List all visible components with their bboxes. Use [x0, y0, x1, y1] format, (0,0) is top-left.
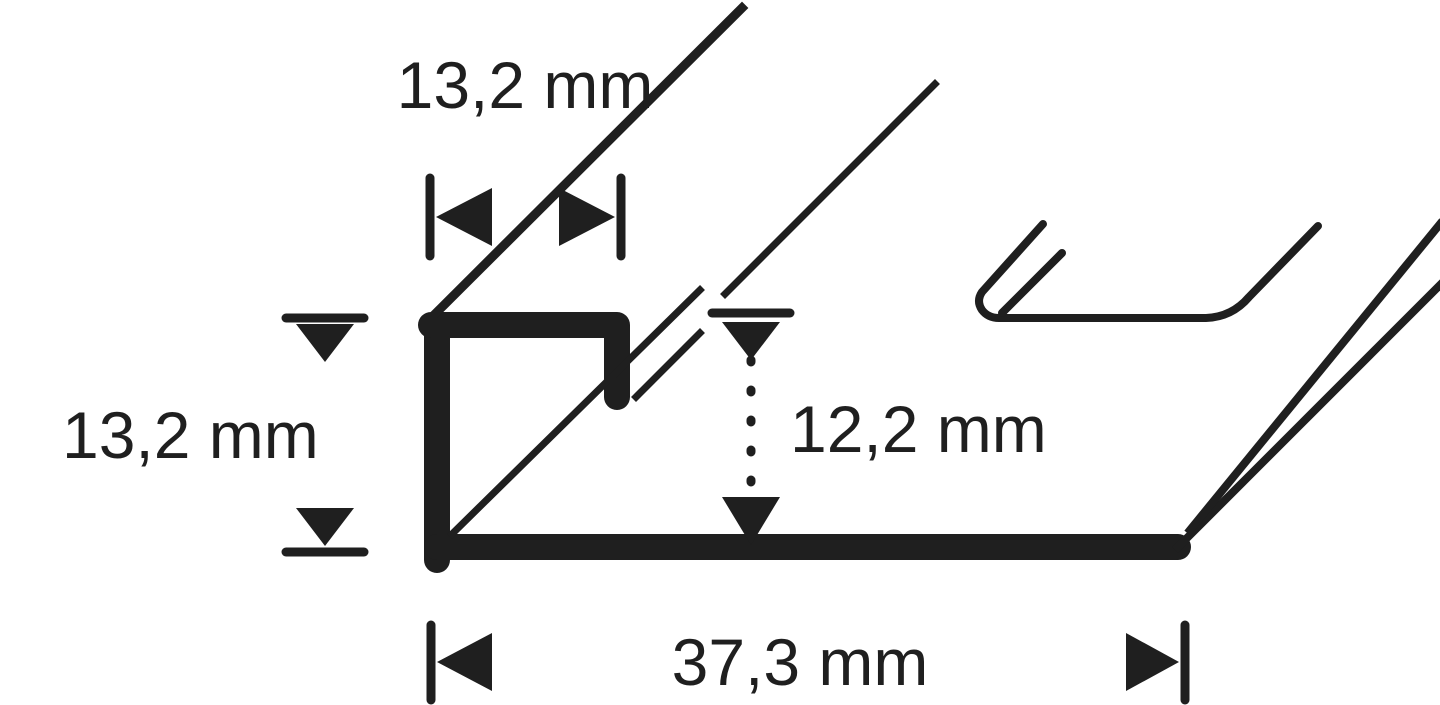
top-width-label: 13,2 mm	[397, 48, 654, 122]
dimension-left-height: 13,2 mm	[62, 313, 369, 557]
right-extrusion-edge-upper	[1184, 218, 1440, 536]
left-height-arrow-top	[296, 324, 354, 362]
inner-face-iso-edge	[720, 79, 940, 299]
inner-height-arrow-top	[722, 322, 780, 360]
top-width-arrow-right	[559, 188, 615, 246]
left-height-arrow-bottom	[296, 508, 354, 546]
cavity-diagonal-edge	[447, 285, 705, 539]
dimension-bottom-width: 37,3 mm	[426, 620, 1190, 705]
lip-iso-edge-stub	[631, 328, 705, 402]
rear-profile-outline	[975, 220, 1322, 322]
right-extrusion-edge-lower	[1172, 279, 1440, 553]
rear-hook-inner-edge	[998, 249, 1066, 317]
top-left-iso-edge	[430, 1, 749, 319]
bottom-width-label: 37,3 mm	[672, 625, 929, 699]
inner-height-arrow-bottom	[722, 497, 780, 545]
isometric-depth-edges	[430, 1, 1440, 553]
left-height-label: 13,2 mm	[62, 398, 319, 472]
dimension-inner-height: 12,2 mm	[707, 308, 1047, 545]
bottom-width-arrow-right	[1126, 633, 1179, 691]
top-width-arrow-left	[436, 188, 492, 246]
bottom-width-arrow-left	[437, 633, 492, 691]
dimension-top-width: 13,2 mm	[397, 48, 654, 261]
inner-height-label: 12,2 mm	[790, 392, 1047, 466]
